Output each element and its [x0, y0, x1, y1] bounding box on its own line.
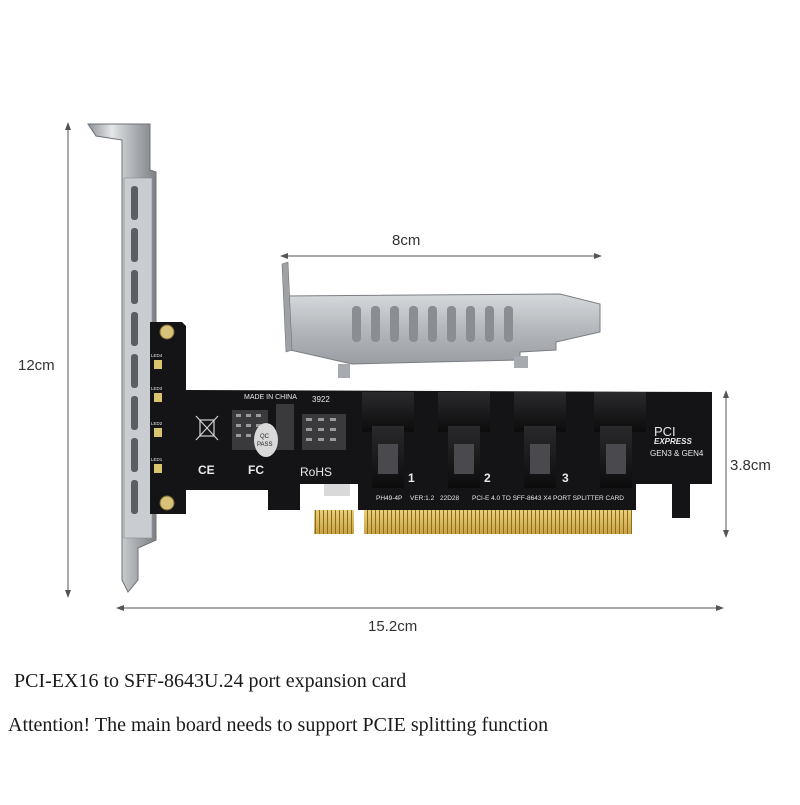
- board-code: 3922: [312, 395, 330, 404]
- pcb-board: [150, 322, 712, 534]
- fc-mark: FC: [248, 463, 264, 477]
- date-code-label: 22D28: [440, 495, 460, 502]
- screw-hole-top: [159, 324, 175, 340]
- dimension-8cm: 8cm: [392, 232, 421, 249]
- led-label-2: LED2: [151, 421, 163, 426]
- dimension-lines: [65, 122, 729, 611]
- port-label-1: 1: [408, 471, 415, 485]
- sff-connector: [594, 392, 646, 488]
- gold-fingers-short: [314, 510, 354, 534]
- pci-logo-top: PCI: [654, 424, 676, 439]
- port-label-3: 3: [562, 471, 569, 485]
- gen-label: GEN3 & GEN4: [650, 449, 704, 458]
- led-label-1: LED1: [151, 457, 163, 462]
- low-profile-bracket: [281, 261, 601, 378]
- qc-label-1: QC: [260, 434, 270, 440]
- port-label-2: 2: [484, 471, 491, 485]
- sff-connector: [438, 392, 490, 488]
- full-height-bracket: [87, 123, 157, 593]
- sff-connector: [362, 392, 414, 488]
- board-silkscreen: MADE IN CHINA 3922 QC PASS CE FC RoHS LE…: [151, 353, 704, 502]
- attention-note: Attention! The main board needs to suppo…: [8, 714, 549, 736]
- dimension-12cm: 12cm: [18, 357, 55, 374]
- led-column: [154, 360, 162, 473]
- made-in-label: MADE IN CHINA: [244, 394, 297, 401]
- dimension-3-8cm: 3.8cm: [730, 457, 771, 474]
- led-label-4: LED4: [151, 353, 163, 358]
- pci-logo-bottom: EXPRESS: [654, 437, 692, 446]
- small-jumper: [324, 484, 350, 496]
- version-label: VER:1.2: [410, 495, 435, 502]
- screw-hole-bottom: [159, 495, 175, 511]
- dimension-15-2cm: 15.2cm: [368, 618, 418, 635]
- sff-8643-connectors: [362, 392, 646, 488]
- product-title: PCI-EX16 to SFF-8643U.24 port expansion …: [14, 670, 407, 692]
- board-description: PCI-E 4.0 TO SFF-8643 X4 PORT SPLITTER C…: [472, 495, 624, 502]
- rohs-mark: RoHS: [300, 465, 332, 479]
- qc-label-2: PASS: [257, 442, 273, 448]
- qc-pass-sticker: [254, 423, 278, 457]
- sff-connector: [514, 392, 566, 488]
- led-label-3: LED3: [151, 386, 163, 391]
- ce-mark: CE: [198, 463, 215, 477]
- model-label: PH49-4P: [376, 495, 402, 502]
- gold-fingers-long: [364, 510, 632, 534]
- weee-bin-icon: [195, 415, 219, 441]
